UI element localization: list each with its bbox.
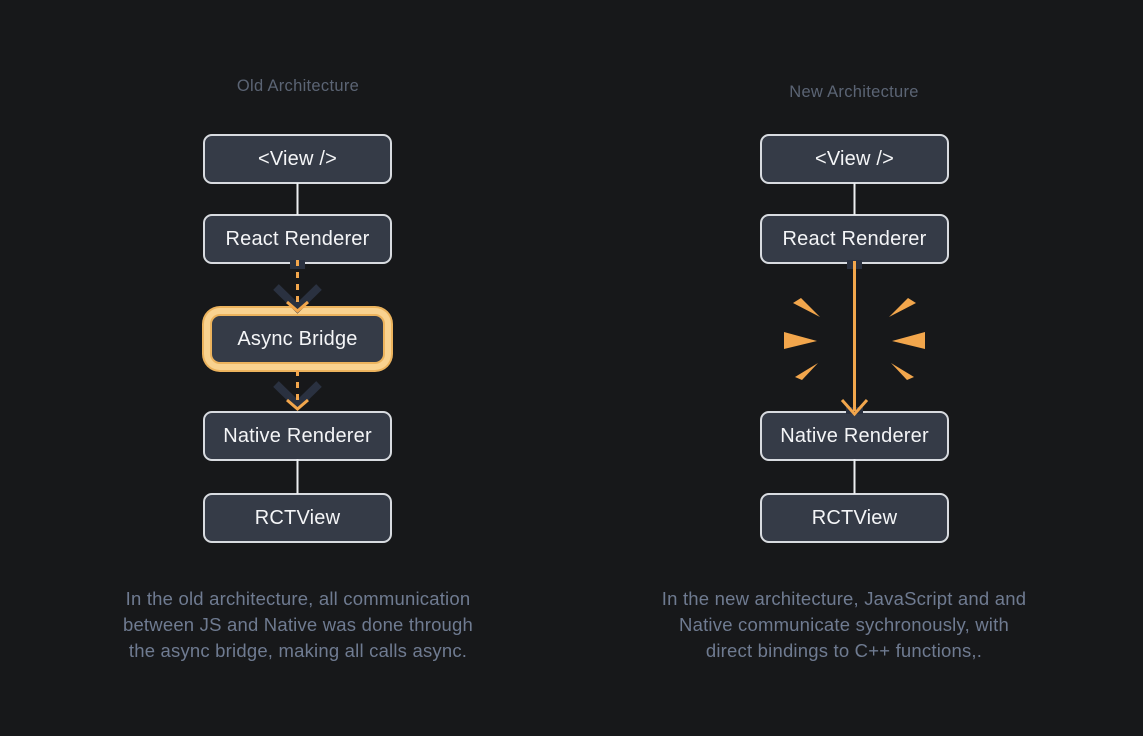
node-new-native-renderer: Native Renderer — [760, 411, 949, 461]
node-new-view: <View /> — [760, 134, 949, 184]
node-label: Async Bridge — [237, 327, 358, 350]
node-label: <View /> — [257, 147, 338, 170]
node-label: Native Renderer — [223, 424, 372, 447]
spark-burst-icon — [889, 298, 916, 317]
arrowhead-dark-icon — [273, 381, 322, 411]
node-new-rctview: RCTView — [760, 493, 949, 543]
node-label: <View /> — [814, 147, 895, 170]
caption-line: between JS and Native was done through — [122, 614, 474, 635]
caption-old-architecture: In the old architecture, all communicati… — [88, 586, 508, 664]
node-label: RCTView — [254, 506, 341, 529]
node-label: Native Renderer — [780, 424, 929, 447]
node-old-rctview: RCTView — [203, 493, 392, 543]
node-old-view: <View /> — [203, 134, 392, 184]
spark-burst-icon — [892, 332, 925, 349]
spark-burst-icon — [891, 363, 914, 380]
node-label: React Renderer — [782, 227, 927, 250]
arrow-tip-icon — [286, 398, 309, 411]
node-old-react-renderer: React Renderer — [203, 214, 392, 264]
arrowhead-dark-icon — [273, 284, 322, 314]
caption-line: the async bridge, making all calls async… — [128, 640, 468, 661]
spark-burst-icon — [793, 298, 820, 317]
node-label: RCTView — [811, 506, 898, 529]
spark-burst-icon — [784, 332, 817, 349]
caption-line: Native communicate sychronously, with — [679, 614, 1009, 635]
diagram-title-new: New Architecture — [789, 83, 919, 101]
node-new-react-renderer: React Renderer — [760, 214, 949, 264]
caption-line: In the new architecture, JavaScript and … — [661, 588, 1027, 609]
caption-line: direct bindings to C++ functions,. — [705, 640, 983, 661]
caption-new-architecture: In the new architecture, JavaScript and … — [634, 586, 1054, 664]
node-old-native-renderer: Native Renderer — [203, 411, 392, 461]
arrow-tip-icon — [286, 300, 309, 313]
node-old-async-bridge-highlighted: Async Bridge — [210, 314, 385, 364]
diagram-title-old: Old Architecture — [236, 77, 360, 95]
node-label: React Renderer — [225, 227, 370, 250]
caption-line: In the old architecture, all communicati… — [125, 588, 471, 609]
spark-burst-icon — [795, 363, 818, 380]
